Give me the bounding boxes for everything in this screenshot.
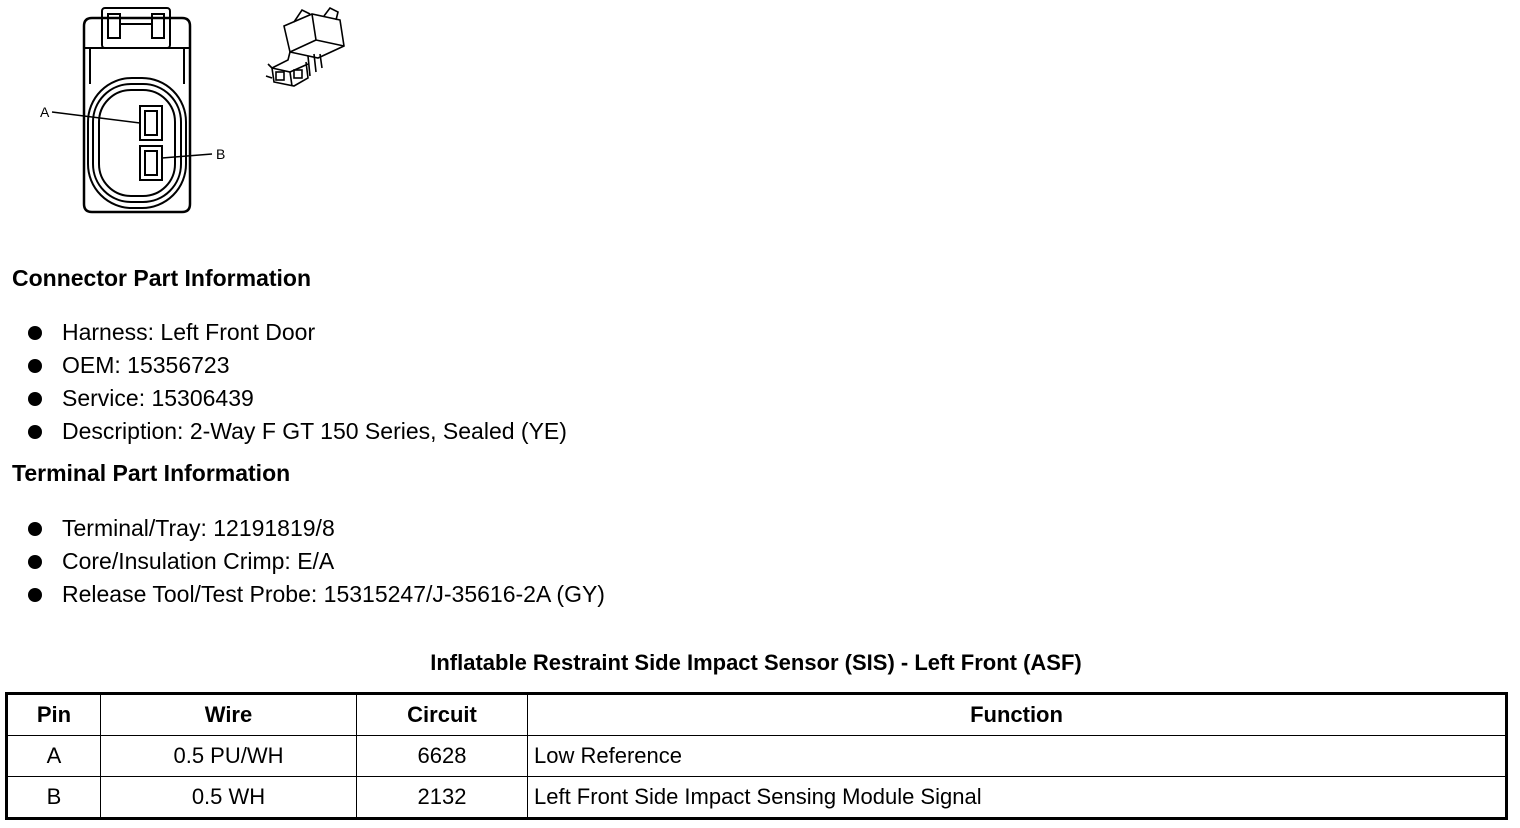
- bullet-icon: [28, 554, 42, 569]
- connector-oem: OEM: 15356723: [62, 352, 230, 378]
- pin-a-callout: A: [40, 104, 50, 120]
- cell-function: Left Front Side Impact Sensing Module Si…: [527, 776, 1507, 819]
- pin-table: Pin Wire Circuit Function A 0.5 PU/WH 66…: [5, 692, 1508, 820]
- connector-isometric-diagram: [265, 6, 345, 87]
- cell-function: Low Reference: [527, 735, 1507, 777]
- terminal-crimp: Core/Insulation Crimp: E/A: [62, 548, 335, 574]
- cell-wire: 0.5 PU/WH: [100, 735, 357, 777]
- header-circuit: Circuit: [356, 693, 528, 736]
- bullet-icon: [28, 521, 42, 536]
- cell-circuit: 6628: [356, 735, 528, 777]
- pin-table-title: Inflatable Restraint Side Impact Sensor …: [430, 650, 1082, 675]
- cell-pin: A: [6, 735, 101, 777]
- list-item: Release Tool/Test Probe: 15315247/J-3561…: [28, 578, 605, 611]
- bullet-icon: [28, 325, 42, 340]
- cell-wire: 0.5 WH: [100, 776, 357, 819]
- table-header-row: Pin Wire Circuit Function: [6, 693, 1507, 736]
- terminal-tray: Terminal/Tray: 12191819/8: [62, 515, 335, 541]
- terminal-release-tool: Release Tool/Test Probe: 15315247/J-3561…: [62, 581, 605, 607]
- list-item: Terminal/Tray: 12191819/8: [28, 512, 605, 545]
- table-row: B 0.5 WH 2132 Left Front Side Impact Sen…: [6, 776, 1507, 819]
- list-item: Description: 2-Way F GT 150 Series, Seal…: [28, 415, 567, 448]
- list-item: OEM: 15356723: [28, 349, 567, 382]
- header-pin: Pin: [6, 693, 101, 736]
- connector-info-list: Harness: Left Front Door OEM: 15356723 S…: [28, 316, 567, 448]
- connector-description: Description: 2-Way F GT 150 Series, Seal…: [62, 418, 567, 444]
- connector-service: Service: 15306439: [62, 385, 254, 411]
- header-wire: Wire: [100, 693, 357, 736]
- bullet-icon: [28, 391, 42, 406]
- list-item: Harness: Left Front Door: [28, 316, 567, 349]
- list-item: Service: 15306439: [28, 382, 567, 415]
- connector-info-heading: Connector Part Information: [12, 265, 312, 291]
- bullet-icon: [28, 587, 42, 602]
- bullet-icon: [28, 358, 42, 373]
- terminal-info-list: Terminal/Tray: 12191819/8 Core/Insulatio…: [28, 512, 605, 611]
- connector-harness: Harness: Left Front Door: [62, 319, 316, 345]
- pin-b-callout: B: [216, 146, 225, 162]
- cell-pin: B: [6, 776, 101, 819]
- terminal-info-heading: Terminal Part Information: [12, 460, 291, 486]
- table-row: A 0.5 PU/WH 6628 Low Reference: [6, 735, 1507, 777]
- cell-circuit: 2132: [356, 776, 528, 819]
- bullet-icon: [28, 424, 42, 439]
- header-function: Function: [527, 693, 1507, 736]
- list-item: Core/Insulation Crimp: E/A: [28, 545, 605, 578]
- connector-face-diagram: A B: [40, 7, 225, 214]
